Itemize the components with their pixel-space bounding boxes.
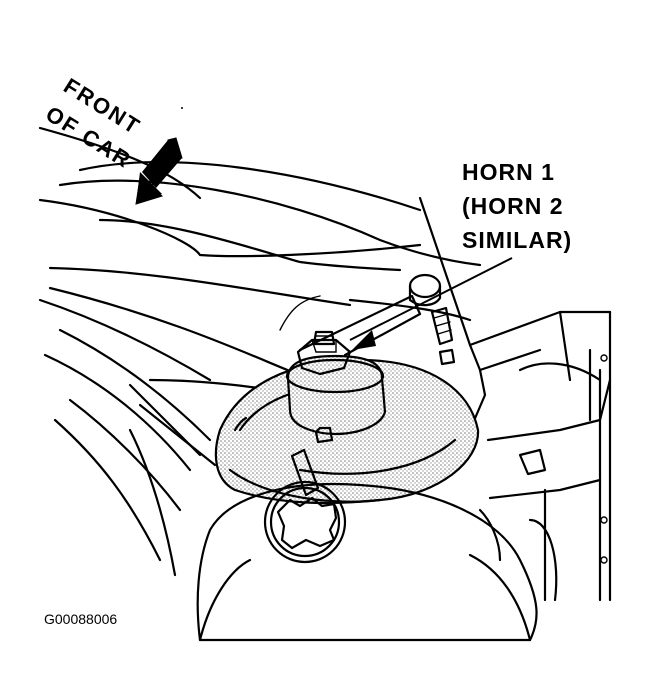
horn-1: [214, 354, 480, 505]
horn-callout-line2: (HORN 2: [462, 193, 564, 219]
mounting-bracket: [418, 196, 612, 602]
figure-id: G00088006: [44, 611, 117, 627]
horn-leader-arrow: [349, 257, 513, 350]
bracket-bolt: [408, 273, 454, 346]
horn-callout-line3: SIMILAR): [462, 227, 572, 253]
front-direction-arrow-icon: [135, 137, 183, 205]
speck-mark: [181, 107, 183, 109]
body-contour-lines: [38, 126, 482, 577]
foreground-housing: [196, 480, 538, 642]
horn-mounting-nut: [296, 330, 352, 376]
horn-strap: [298, 294, 422, 357]
horn-callout-line1: HORN 1: [462, 159, 555, 185]
